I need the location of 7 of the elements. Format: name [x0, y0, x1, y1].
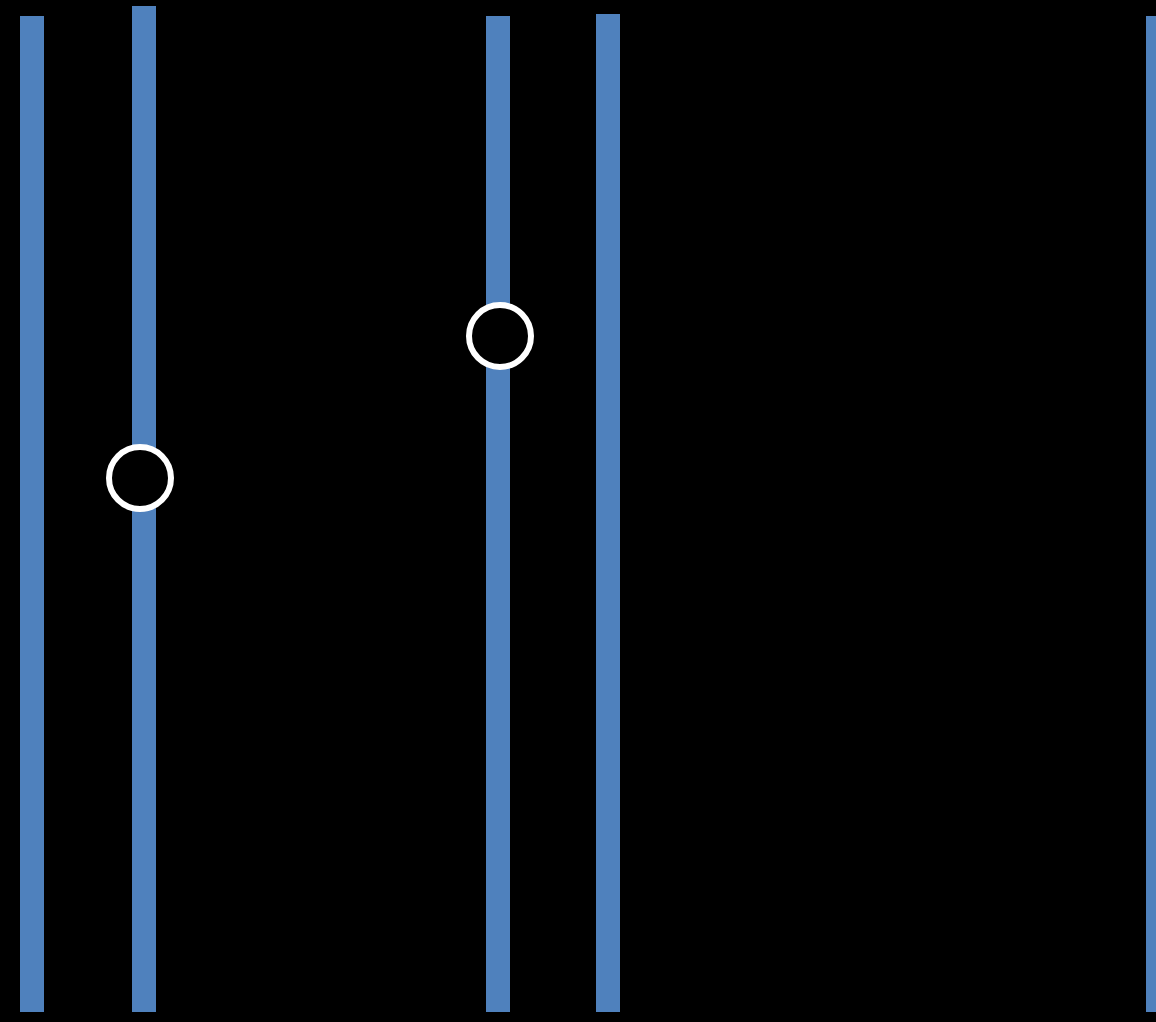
- vertical-bar: [596, 14, 620, 1012]
- circle-marker: [106, 444, 174, 512]
- vertical-bar: [20, 16, 44, 1012]
- vertical-bar: [132, 6, 156, 1012]
- vertical-bar: [1146, 16, 1156, 1012]
- circle-marker: [466, 302, 534, 370]
- vertical-bar: [486, 16, 510, 1012]
